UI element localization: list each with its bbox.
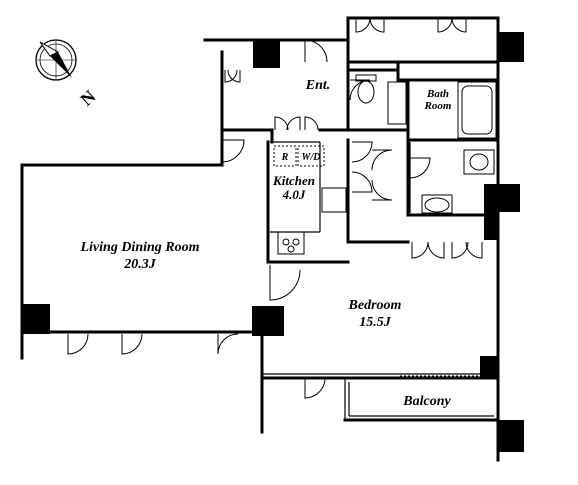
entrance-label: Ent. (305, 78, 331, 93)
washer-dryer-label: W/D (302, 152, 321, 163)
compass-north-label: N (76, 86, 99, 110)
columns (22, 32, 524, 452)
living-dining-label: Living Dining Room (79, 240, 199, 255)
bedroom-size: 15.5J (359, 315, 392, 330)
compass-icon (35, 39, 77, 81)
appliance-boxes (273, 145, 325, 167)
bedroom-label: Bedroom (348, 298, 402, 313)
kitchen-label: Kitchen (272, 173, 315, 188)
walls (20, 16, 500, 462)
kitchen-size: 4.0J (282, 187, 306, 202)
balcony-label: Balcony (402, 394, 451, 409)
refrigerator-label: R (281, 152, 289, 163)
bath-room-label-line1: Bath (426, 88, 449, 100)
thin-walls (262, 141, 498, 420)
doors (67, 17, 483, 399)
living-dining-size: 20.3J (123, 257, 157, 272)
fixtures (277, 74, 497, 377)
bath-room-label-line2: Room (424, 100, 452, 112)
